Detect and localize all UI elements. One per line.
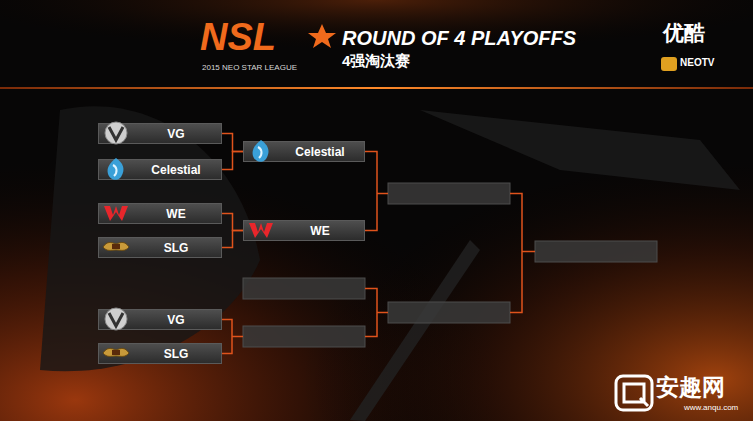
vg-logo xyxy=(109,313,123,326)
team-box: WE xyxy=(98,203,222,224)
watermark-url: www.anqu.com xyxy=(684,404,738,412)
team-logo xyxy=(101,305,131,333)
team-box: WE xyxy=(243,220,365,241)
team-logo xyxy=(101,119,131,147)
team-box: Celestial xyxy=(243,141,365,162)
empty-slot xyxy=(388,302,510,323)
we-logo xyxy=(104,206,128,221)
bracket xyxy=(365,152,388,231)
team-name: VG xyxy=(167,127,184,141)
empty-slot xyxy=(388,183,510,204)
celestial-logo xyxy=(108,158,124,180)
team-name: Celestial xyxy=(295,145,344,159)
watermark: 优酷 xyxy=(663,22,705,43)
watermark: 安趣网 xyxy=(656,376,725,399)
slg-logo xyxy=(112,350,120,355)
team-box: SLG xyxy=(98,343,222,364)
bracket xyxy=(510,194,535,313)
team-name: WE xyxy=(166,207,185,221)
team-name: SLG xyxy=(164,241,189,255)
bracket-lines xyxy=(222,152,535,354)
logo-star xyxy=(308,24,336,48)
celestial-logo xyxy=(113,165,117,176)
team-logo xyxy=(101,233,131,261)
bracket xyxy=(222,320,243,354)
league-name: 2015 NEO STAR LEAGUE xyxy=(202,64,297,72)
slg-logo xyxy=(112,244,120,249)
celestial-logo xyxy=(253,140,269,162)
vg-logo xyxy=(105,308,127,330)
team-name: Celestial xyxy=(151,163,200,177)
anqu-icon xyxy=(624,384,648,406)
team-logo xyxy=(246,137,276,165)
empty-slots xyxy=(243,183,657,347)
celestial-logo xyxy=(258,147,262,158)
sword-shape xyxy=(350,240,480,421)
empty-slot xyxy=(243,326,365,347)
team-box: VG xyxy=(98,309,222,330)
empty-slot xyxy=(243,278,365,299)
team-name: WE xyxy=(310,224,329,238)
header-line xyxy=(0,87,753,89)
team-box: VG xyxy=(98,123,222,144)
bracket xyxy=(365,289,388,337)
logo-text: NSL xyxy=(200,18,276,56)
bracket-connector xyxy=(222,134,243,152)
slg-logo xyxy=(103,242,129,250)
team-name: VG xyxy=(167,313,184,327)
bracket-connector xyxy=(222,231,243,248)
team-name: SLG xyxy=(164,347,189,361)
weapon-shape xyxy=(420,110,740,190)
neotv-icon xyxy=(661,57,677,71)
team-logo xyxy=(246,216,276,244)
bracket-connector xyxy=(222,214,243,231)
vg-logo xyxy=(109,127,123,140)
armor-shape xyxy=(40,106,260,371)
subtitle: 4强淘汰赛 xyxy=(342,53,410,68)
anqu-icon xyxy=(616,376,652,410)
team-box: Celestial xyxy=(98,159,222,180)
vg-logo xyxy=(105,122,127,144)
title: ROUND OF 4 PLAYOFFS xyxy=(342,27,576,50)
bracket-connector xyxy=(222,152,243,170)
empty-slot xyxy=(535,241,657,262)
watermark: NEOTV xyxy=(680,58,714,68)
we-logo xyxy=(249,223,273,238)
team-logo xyxy=(101,339,131,367)
team-logo xyxy=(101,155,131,183)
team-logo xyxy=(101,199,131,227)
team-box: SLG xyxy=(98,237,222,258)
slg-logo xyxy=(103,348,129,356)
